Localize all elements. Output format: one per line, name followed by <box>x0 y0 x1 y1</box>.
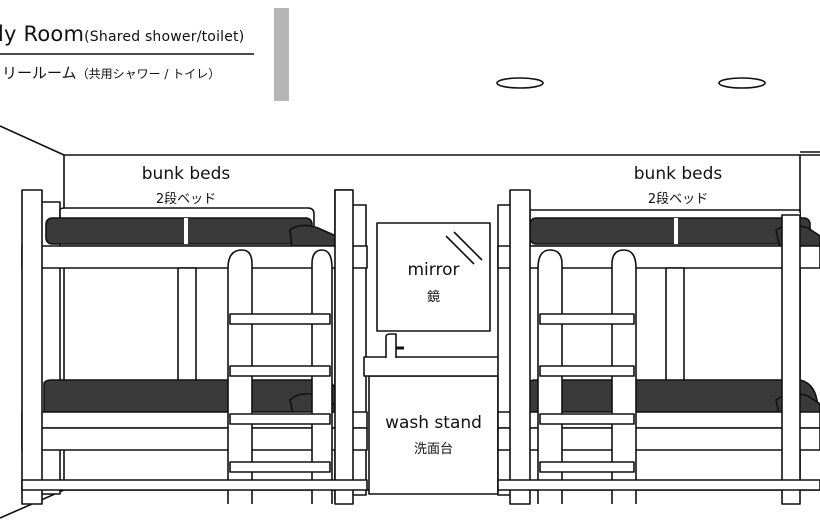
room-title-en-note: (Shared shower/toilet) <box>84 29 245 45</box>
mirror-label: mirror <box>407 260 460 280</box>
bunk-bed-left <box>21 189 368 505</box>
bunk-beds-left-label-jp: 2段ベッド <box>155 192 217 207</box>
bunk-bed-right <box>497 189 820 505</box>
wash-stand-label-jp: 洗面台 <box>413 442 453 457</box>
ceiling-light-left <box>496 77 544 89</box>
wash-stand <box>363 333 502 495</box>
bunk-beds-right-label-jp: 2段ベッド <box>647 192 709 207</box>
room-title-jp-note: （共用シャワー / トイレ） <box>76 67 221 81</box>
room-title-en-main: ly Room <box>0 22 85 46</box>
bunk-beds-left-label: bunk beds <box>141 164 231 184</box>
bunk-beds-right-label: bunk beds <box>633 164 723 184</box>
room-title-jp-main: リールーム <box>2 64 77 82</box>
ceiling-light-right <box>718 77 766 89</box>
mirror <box>376 222 491 332</box>
room-title-jp: リールーム（共用シャワー / トイレ） <box>2 62 220 83</box>
wash-stand-label: wash stand <box>385 413 482 433</box>
room-title-en: ly Room(Shared shower/toilet) <box>0 22 244 46</box>
mirror-label-jp: 鏡 <box>426 290 440 305</box>
title-accent-bar <box>274 8 289 101</box>
